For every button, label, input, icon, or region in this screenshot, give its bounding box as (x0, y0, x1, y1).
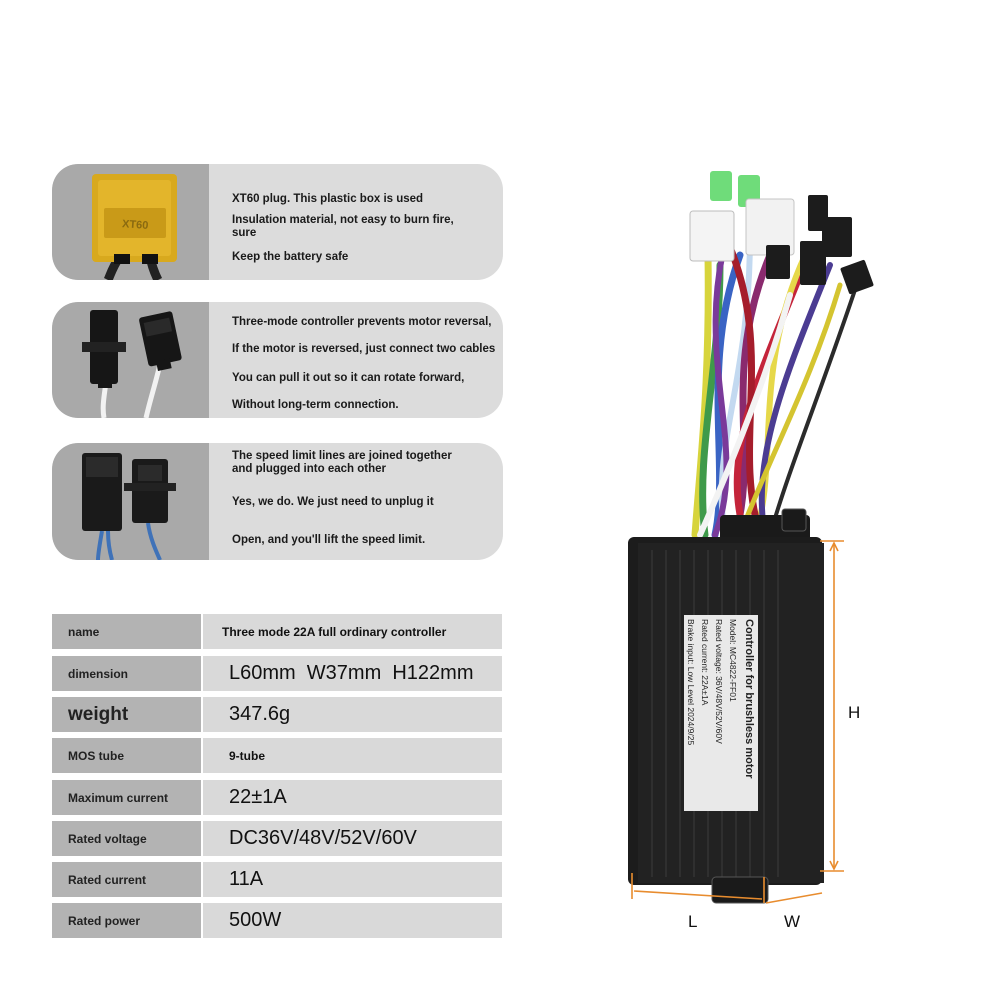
spec-value: L60mm W37mm H122mm (203, 656, 502, 691)
feature-line: Insulation material, not easy to burn fi… (232, 214, 454, 239)
spec-row-max-current: Maximum current 22±1A (52, 780, 502, 815)
sticker-line: Model: MC4822-FF01 (728, 619, 738, 702)
feature-line: XT60 plug. This plastic box is used (232, 193, 424, 205)
width-label: W (784, 912, 800, 931)
feature-card-xt60: XT60 XT60 plug. This plastic box is used… (52, 164, 503, 280)
height-label: H (848, 703, 860, 722)
feature-text-xt60: XT60 plug. This plastic box is used Insu… (232, 164, 497, 280)
spec-label: Rated current (52, 862, 201, 897)
length-label: L (688, 912, 697, 931)
feature-line: You can pull it out so it can rotate for… (232, 372, 465, 384)
spec-value: 11A (203, 862, 502, 897)
spec-label: name (52, 614, 201, 649)
xt60-molded-label: XT60 (122, 218, 149, 232)
wire-connectors (689, 171, 874, 295)
feature-line: Keep the battery safe (232, 251, 349, 263)
spec-value: 347.6g (203, 697, 502, 732)
feature-card-motor-reversal: Three-mode controller prevents motor rev… (52, 302, 503, 418)
sticker-line: Rated current: 22A±1A (700, 619, 710, 706)
spec-label: Rated voltage (52, 821, 201, 856)
xt60-plug-icon: XT60 (52, 164, 209, 280)
feature-line: Three-mode controller prevents motor rev… (232, 316, 492, 328)
controller-illustration: Controller for brushless motor Model: MC… (600, 165, 890, 950)
feature-line: The speed limit lines are joined togethe… (232, 450, 452, 475)
spec-label: Maximum current (52, 780, 201, 815)
spec-value: DC36V/48V/52V/60V (203, 821, 502, 856)
spec-value: 9-tube (203, 738, 502, 773)
spec-value: 500W (203, 903, 502, 938)
feature-text-motor-reversal: Three-mode controller prevents motor rev… (232, 302, 497, 418)
feature-line: If the motor is reversed, just connect t… (232, 343, 496, 355)
sticker-line: Rated voltage: 36V/48V/52V/60V (714, 619, 724, 744)
spec-value: Three mode 22A full ordinary controller (203, 614, 502, 649)
dimension-markers (631, 540, 844, 904)
spec-row-rated-current: Rated current 11A (52, 862, 502, 897)
controller-body: Controller for brushless motor Model: MC… (628, 508, 824, 904)
sticker-title: Controller for brushless motor (743, 619, 755, 779)
spec-row-mos-tube: MOS tube 9-tube (52, 738, 502, 773)
sticker-line: Brake input: Low Level 2024/9/25 (686, 619, 696, 745)
feature-line: Open, and you'll lift the speed limit. (232, 534, 426, 546)
feature-line: Yes, we do. We just need to unplug it (232, 496, 434, 508)
controller-label-sticker: Controller for brushless motor Model: MC… (684, 615, 758, 811)
feature-text-speed-limit: The speed limit lines are joined togethe… (232, 443, 497, 560)
wire-bundle (691, 221, 862, 539)
spec-row-dimension: dimension L60mm W37mm H122mm (52, 656, 502, 691)
spec-label: MOS tube (52, 738, 201, 773)
spec-label: Rated power (52, 903, 201, 938)
feature-card-speed-limit: The speed limit lines are joined togethe… (52, 443, 503, 560)
feature-line: Without long-term connection. (232, 399, 399, 411)
spec-value: 22±1A (203, 780, 502, 815)
spec-row-weight: weight 347.6g (52, 697, 502, 732)
spec-label: dimension (52, 656, 201, 691)
spec-row-name: name Three mode 22A full ordinary contro… (52, 614, 502, 649)
spec-label: weight (52, 697, 201, 732)
spec-row-rated-power: Rated power 500W (52, 903, 502, 938)
spec-row-rated-voltage: Rated voltage DC36V/48V/52V/60V (52, 821, 502, 856)
speed-limit-connector-icon (52, 443, 209, 560)
motor-connector-icon (52, 302, 209, 418)
